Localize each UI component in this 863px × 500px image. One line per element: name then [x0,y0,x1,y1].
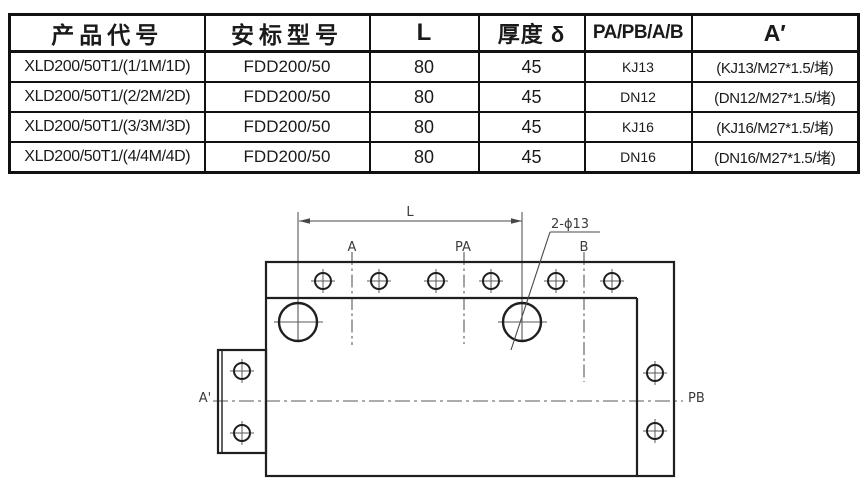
cell-safety-model: FDD200/50 [203,81,371,113]
table-row: XLD200/50T1/(3/3M/3D) FDD200/50 80 45 KJ… [8,111,860,143]
cell-port-type: DN12 [583,81,693,113]
body-outer-rect [264,260,676,478]
cell-safety-model: FDD200/50 [203,50,371,83]
cell-length: 80 [368,81,480,113]
cell-product-code: XLD200/50T1/(4/4M/4D) [8,141,206,174]
header-pa-pb-a-b: PA/PB/A/B [583,13,693,53]
header-product-code: 产品代号 [8,13,206,53]
leader-line [510,231,551,351]
label-port-a: A [348,240,357,255]
cell-port-type: KJ16 [583,111,693,143]
cell-thickness: 45 [477,81,586,113]
cell-product-code: XLD200/50T1/(2/2M/2D) [8,81,206,113]
bolt-hole [233,424,251,442]
port-holes [277,301,543,343]
header-thickness: 厚度 δ [477,13,586,53]
dim-arrow-left [299,218,310,224]
bolt-hole [603,272,621,290]
table-row: XLD200/50T1/(2/2M/2D) FDD200/50 80 45 DN… [8,81,860,113]
bolt-hole [427,272,445,290]
large-port-hole-right [501,301,543,343]
header-safety-model: 安标型号 [203,13,371,53]
table-header-row: 产品代号 安标型号 L 厚度 δ PA/PB/A/B A′ [8,13,860,53]
cell-length: 80 [368,50,480,83]
label-port-pa: PA [455,240,471,255]
label-port-a-prime: A' [199,391,211,406]
product-spec-table: 产品代号 安标型号 L 厚度 δ PA/PB/A/B A′ XLD200/50T… [8,13,860,174]
port-labels: A PA B A' PB [199,240,705,406]
dim-arrow-right [511,218,522,224]
valve-body-outline [216,260,676,478]
cell-length: 80 [368,111,480,143]
dimension-l-label: L [406,205,414,220]
bolt-hole [646,422,664,440]
bolt-hole [370,272,388,290]
centerlines [213,212,683,402]
cell-port-type: DN16 [583,141,693,174]
bolt-hole [547,272,565,290]
cell-thickness: 45 [477,141,586,174]
cell-safety-model: FDD200/50 [203,111,371,143]
cell-a-prime-spec: (KJ16/M27*1.5/堵) [690,111,860,143]
cell-a-prime-spec: (KJ13/M27*1.5/堵) [690,50,860,83]
holes-callout-label: 2-ϕ13 [551,217,589,232]
left-flange-outline [216,348,268,455]
label-port-b: B [580,240,589,255]
cell-product-code: XLD200/50T1/(3/3M/3D) [8,111,206,143]
bolt-hole [646,364,664,382]
bolt-hole [482,272,500,290]
bolt-holes [233,272,664,442]
label-port-pb: PB [688,391,705,406]
table-row: XLD200/50T1/(4/4M/4D) FDD200/50 80 45 DN… [8,141,860,174]
cell-length: 80 [368,141,480,174]
bolt-hole-crosshairs [230,269,667,445]
dimension-l: L [299,205,522,224]
header-length-l: L [368,13,480,53]
cell-a-prime-spec: (DN16/M27*1.5/堵) [690,141,860,174]
bolt-hole [233,362,251,380]
cell-thickness: 45 [477,111,586,143]
cell-a-prime-spec: (DN12/M27*1.5/堵) [690,81,860,113]
large-port-hole-left [277,301,319,343]
table-row: XLD200/50T1/(1/1M/1D) FDD200/50 80 45 KJ… [8,50,860,83]
cell-safety-model: FDD200/50 [203,141,371,174]
holes-callout: 2-ϕ13 [510,217,600,351]
bolt-hole [314,272,332,290]
header-a-prime: A′ [690,13,860,53]
